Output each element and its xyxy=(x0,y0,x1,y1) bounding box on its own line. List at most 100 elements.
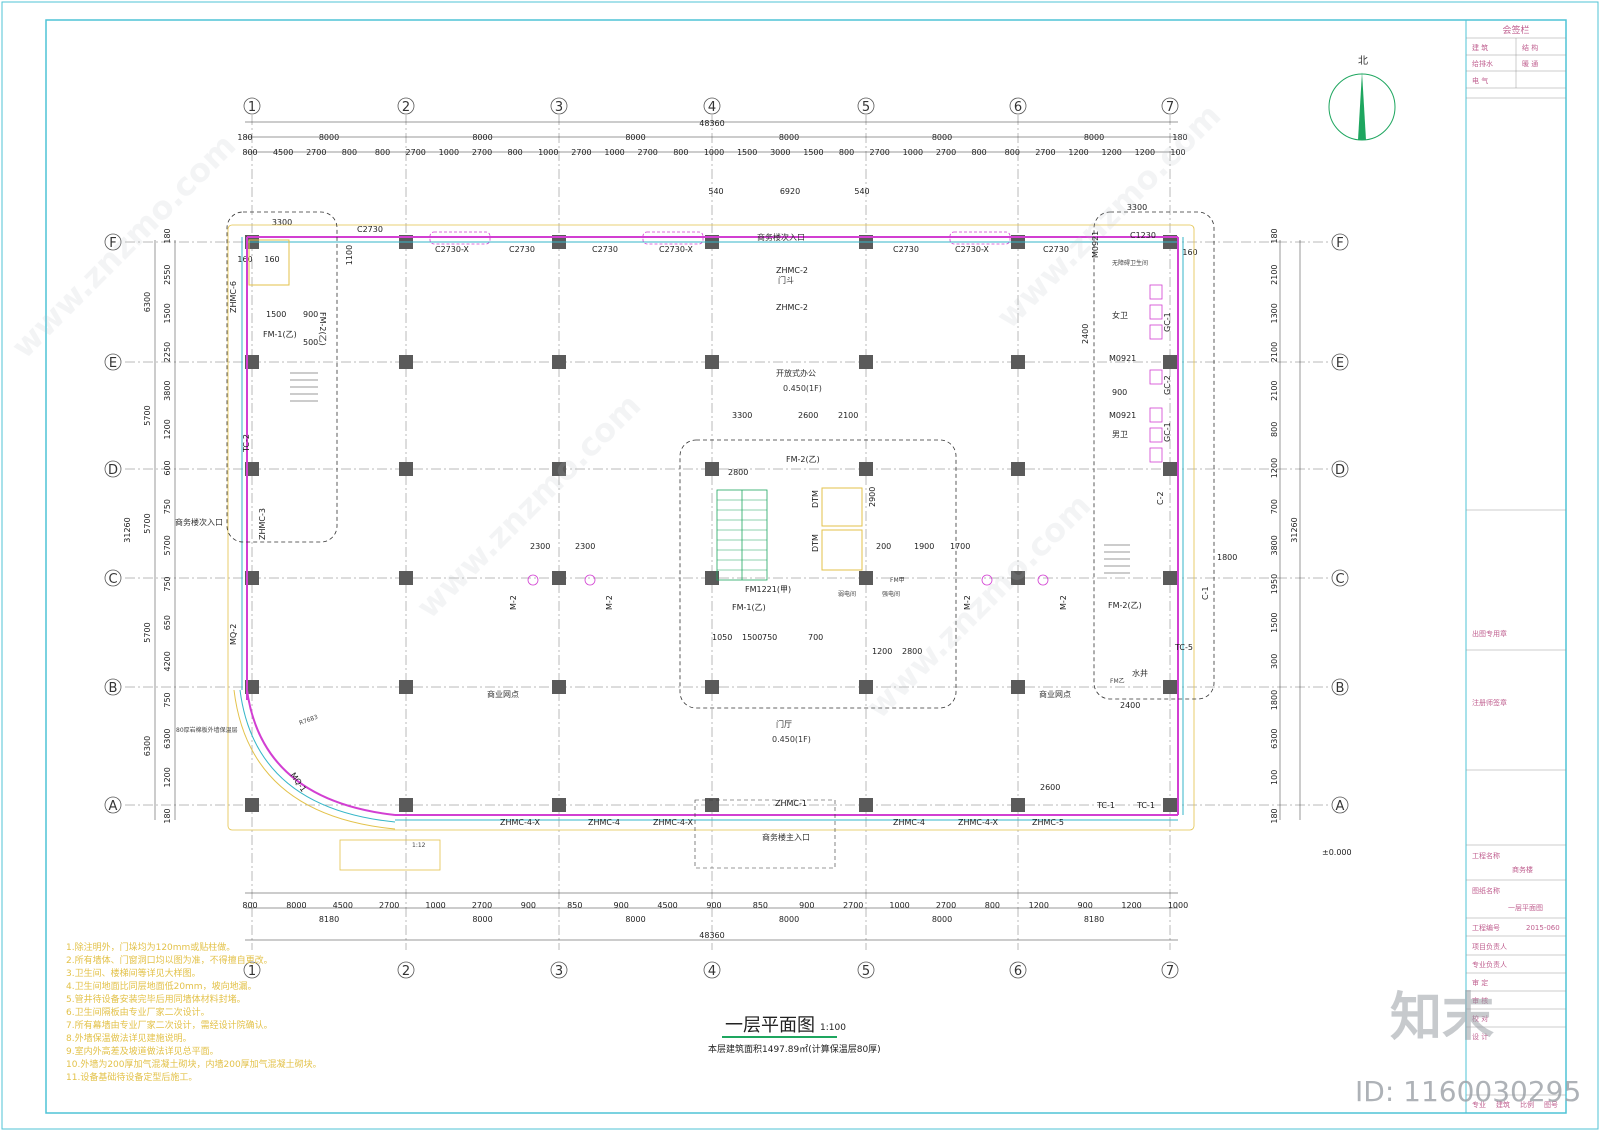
room-label: 商业网点 xyxy=(487,689,519,699)
note-line: 4.卫生间地面比同层地面低20mm，坡向地漏。 xyxy=(66,980,257,992)
structural-column xyxy=(1163,462,1177,476)
room-labels: 商务楼次入口 商务楼次入口 商务楼主入口 开放式办公 0.450(1F) 门厅 … xyxy=(175,232,1148,842)
axis-bubble xyxy=(104,353,122,371)
door-tag: C2730 xyxy=(357,225,383,234)
dim-label: 2600 xyxy=(798,411,818,420)
door-tag: C2730 xyxy=(1043,245,1069,254)
door-tag: M-2 xyxy=(1059,595,1068,610)
dimension-label: 750 xyxy=(163,692,172,707)
dimension-label: 1200 xyxy=(1135,148,1155,157)
dimension-label: 8000 xyxy=(932,133,952,142)
dimension-label: 8000 xyxy=(319,133,339,142)
dimension-label: 8180 xyxy=(1084,915,1104,924)
structural-column xyxy=(399,798,413,812)
structural-column xyxy=(1011,680,1025,694)
structural-column xyxy=(1163,571,1177,585)
dimension-label: 1500 xyxy=(163,303,172,323)
dimension-label: 540 xyxy=(854,187,869,196)
structural-column xyxy=(552,680,566,694)
drawing-title-text: 一层平面图 xyxy=(725,1015,815,1036)
tb-role-4: 审 核 xyxy=(1472,996,1488,1005)
drawing-scale: 1:100 xyxy=(820,1023,846,1033)
dimension-label: 5700 xyxy=(143,513,152,533)
total-width-label: 48360 xyxy=(699,119,724,128)
dimension-label: 2700 xyxy=(870,148,890,157)
axis-label: 2 xyxy=(402,964,410,979)
dimension-label: 2700 xyxy=(1035,148,1055,157)
dim-label: 2900 xyxy=(868,487,877,507)
dimension-label: 800 xyxy=(673,148,688,157)
north-label: 北 xyxy=(1358,55,1368,67)
structural-column xyxy=(552,798,566,812)
structural-column xyxy=(245,355,259,369)
room-label: 男卫 xyxy=(1112,430,1128,439)
dimension-label: 3300 xyxy=(272,218,292,227)
structural-column xyxy=(552,462,566,476)
structural-column xyxy=(552,355,566,369)
room-label: 门厅 xyxy=(776,719,792,729)
door-tag: FM-1(乙) xyxy=(732,603,766,612)
dimension-label: 850 xyxy=(753,901,768,910)
structural-column xyxy=(859,680,873,694)
room-label: FM甲 xyxy=(890,577,905,584)
axis-label: 4 xyxy=(708,100,716,115)
dim-label: 2100 xyxy=(838,411,858,420)
room-label: 强电间 xyxy=(882,590,900,598)
tb-role-1: 项目负责人 xyxy=(1472,942,1507,951)
watermark-site: www.znzmo.com xyxy=(4,126,243,365)
axis-bubble xyxy=(104,460,122,478)
watermark-site: www.znzmo.com xyxy=(989,96,1228,335)
dimension-label: 800 xyxy=(242,148,257,157)
dimension-label: 8000 xyxy=(625,915,645,924)
dimension-label: 6300 xyxy=(1270,728,1279,748)
dimension-label: 2700 xyxy=(843,901,863,910)
structural-column xyxy=(399,462,413,476)
door-tag: DTM xyxy=(811,490,820,508)
door-tag: C2730-X xyxy=(955,245,989,254)
axis-bubble xyxy=(1009,97,1027,115)
door-tag: ZHMC-4-X xyxy=(958,818,998,827)
axis-bubble xyxy=(703,961,721,979)
axis-label: 5 xyxy=(862,100,870,115)
axis-label: F xyxy=(1336,236,1343,251)
dim-label: 900 xyxy=(303,310,318,319)
dimension-label: 6300 xyxy=(143,292,152,312)
axis-bubble xyxy=(703,97,721,115)
axis-bubble xyxy=(1161,97,1179,115)
tb-project-name: 商务楼 xyxy=(1512,865,1533,874)
tb-stamp-1: 出图专用章 xyxy=(1472,629,1507,638)
axis-label: 3 xyxy=(555,964,563,979)
door-tag: ZHMC-3 xyxy=(258,508,267,540)
dimension-label: 180 xyxy=(1270,808,1279,823)
door-tag: M-2 xyxy=(963,595,972,610)
axis-label: E xyxy=(1336,356,1344,371)
dimension-label: 6300 xyxy=(163,728,172,748)
dimension-label: 2100 xyxy=(1270,264,1279,284)
door-tag: M-2 xyxy=(509,595,518,610)
axis-label: F xyxy=(109,236,116,251)
room-label: 开放式办公 xyxy=(776,368,816,378)
note-line: 6.卫生间隔板由专业厂家二次设计。 xyxy=(66,1006,210,1018)
dimension-label: 1000 xyxy=(538,148,558,157)
door-tag: C1230 xyxy=(1130,231,1156,240)
structural-column xyxy=(859,798,873,812)
dim-label: 1900 xyxy=(914,542,934,551)
north-arrow-icon: 北 xyxy=(1328,55,1396,141)
dimension-label: 160 xyxy=(237,255,252,264)
axis-bubble xyxy=(1009,961,1027,979)
dimension-label: 800 xyxy=(242,901,257,910)
door-tag: ZHMC-2 xyxy=(776,266,808,275)
dimension-label: 100 xyxy=(1170,148,1185,157)
axis-bubble xyxy=(857,97,875,115)
dimension-label: 2700 xyxy=(472,901,492,910)
dim-label: 2600 xyxy=(1040,783,1060,792)
dimension-label: 180 xyxy=(237,133,252,142)
structural-column xyxy=(245,680,259,694)
dimension-label: 8000 xyxy=(472,133,492,142)
dimension-label: 4500 xyxy=(333,901,353,910)
dimension-label: 1200 xyxy=(1068,148,1088,157)
axis-label: 2 xyxy=(402,100,410,115)
structural-column xyxy=(399,680,413,694)
